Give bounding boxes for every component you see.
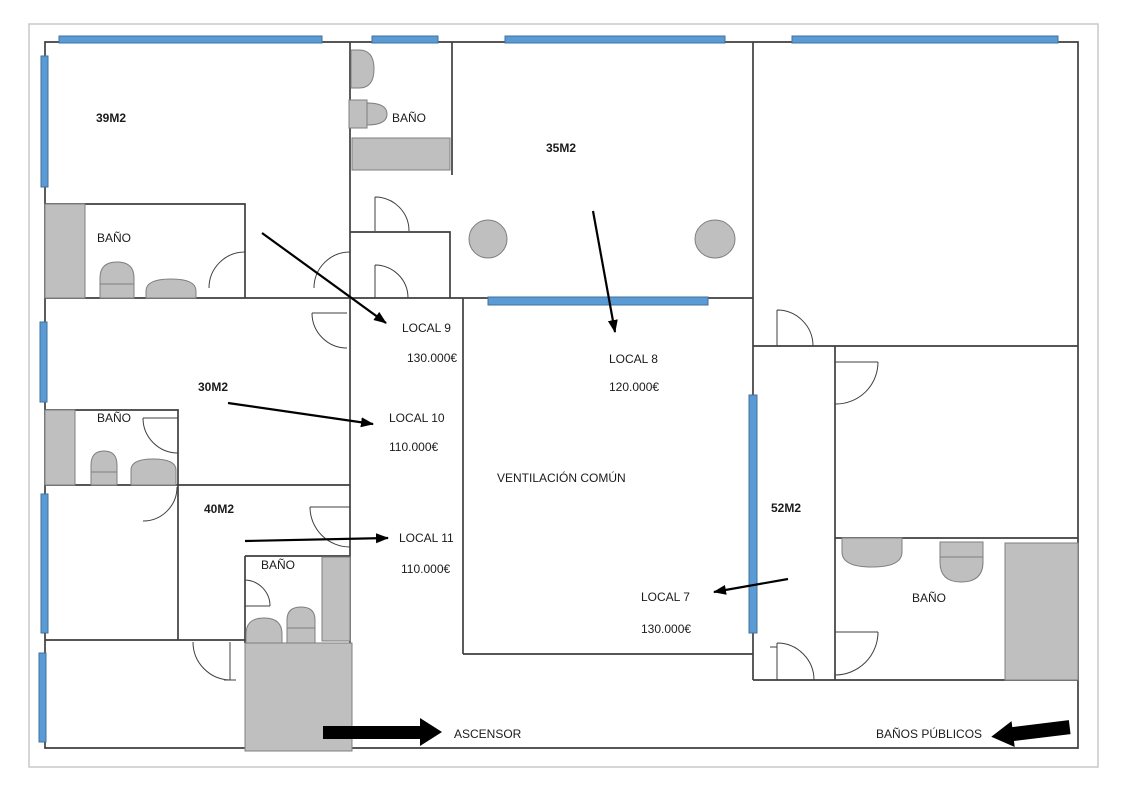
column-right-35m2 — [694, 219, 736, 259]
room-35-area-label: 35M2 — [546, 141, 577, 155]
arrow-local7 — [713, 577, 789, 595]
window-52m2 — [748, 394, 758, 634]
local11-name: LOCAL 11 — [399, 531, 454, 545]
window-top-bath — [371, 35, 439, 44]
arrow-local11 — [244, 533, 389, 544]
door-bath40 — [244, 579, 271, 607]
elevator-arrow — [323, 718, 442, 746]
bath40-wall-block — [321, 556, 351, 642]
window-left-bottom — [38, 652, 47, 743]
door-40m2-right — [309, 506, 351, 548]
bathtop-sink — [350, 49, 375, 89]
arrow-local8 — [591, 210, 618, 333]
column-left-35m2 — [468, 219, 508, 259]
public-bathrooms-arrow — [991, 720, 1071, 747]
bath39-label: BAÑO — [97, 231, 132, 245]
bath30-wall-block — [44, 409, 76, 486]
door-bath39 — [208, 251, 246, 289]
local10-price: 110.000€ — [389, 440, 439, 454]
bath30-label: BAÑO — [97, 411, 132, 425]
local7-name: LOCAL 7 — [641, 590, 690, 604]
bathtop-toilet-tank — [348, 99, 368, 129]
local10-name: LOCAL 10 — [389, 411, 445, 425]
window-left-30m2 — [39, 321, 48, 403]
door-30m2 — [311, 312, 348, 349]
elevator-label: ASCENSOR — [454, 727, 522, 741]
room-52-area-label: 52M2 — [771, 501, 802, 515]
bath39-sink — [145, 278, 197, 299]
bathright-label: BAÑO — [912, 591, 947, 605]
window-top-35m2 — [504, 35, 726, 44]
bath39-wall-block — [44, 203, 86, 299]
bath40-toilet-b — [286, 606, 316, 644]
door-topright-room — [776, 309, 814, 347]
room-39-area-label: 39M2 — [96, 111, 127, 125]
door-bath30 — [142, 417, 179, 454]
window-top-left — [58, 35, 323, 44]
bathright-sink — [841, 537, 903, 568]
bath40-toilet-a — [245, 617, 283, 644]
window-top-right — [791, 35, 1059, 44]
bathtop-toilet-bowl — [366, 102, 388, 126]
door-vestibule-upper — [374, 196, 410, 232]
bath30-toilet — [90, 450, 118, 486]
door-40m2-left — [142, 486, 178, 522]
local9-name: LOCAL 9 — [402, 321, 451, 335]
arrow-local9 — [261, 232, 387, 324]
room-30-area-label: 30M2 — [198, 380, 229, 394]
ventilation-label: VENTILACIÓN COMÚN — [497, 471, 626, 485]
bath39-toilet — [99, 261, 135, 299]
page-frame — [28, 23, 1099, 768]
bathtop-label: BAÑO — [392, 111, 427, 125]
door-bathright — [834, 631, 879, 676]
arrow-local10 — [227, 401, 374, 428]
room-40-area-label: 40M2 — [204, 502, 235, 516]
local9-price: 130.000€ — [407, 351, 458, 365]
bathtop-counter-block — [351, 137, 451, 171]
public-bathrooms-label: BAÑOS PÚBLICOS — [876, 727, 983, 741]
window-left-39m2 — [40, 55, 49, 188]
local11-price: 110.000€ — [401, 562, 451, 576]
local8-price: 120.000€ — [609, 380, 660, 394]
window-ventilation — [487, 296, 709, 306]
window-left-40m2 — [40, 493, 49, 634]
bathright-toilet — [939, 541, 984, 583]
bath30-sink — [130, 458, 177, 486]
door-bottom-left — [192, 641, 236, 681]
local7-price: 130.000€ — [641, 622, 692, 636]
local8-name: LOCAL 8 — [609, 352, 658, 366]
door-52m2-lower — [770, 642, 815, 681]
door-52m2-upper — [834, 361, 879, 405]
door-39m2 — [313, 251, 351, 289]
interior-walls — [45, 42, 1078, 681]
bath40-label: BAÑO — [261, 558, 296, 572]
bathright-service-block — [1004, 542, 1079, 681]
door-vestibule-lower — [374, 264, 409, 299]
